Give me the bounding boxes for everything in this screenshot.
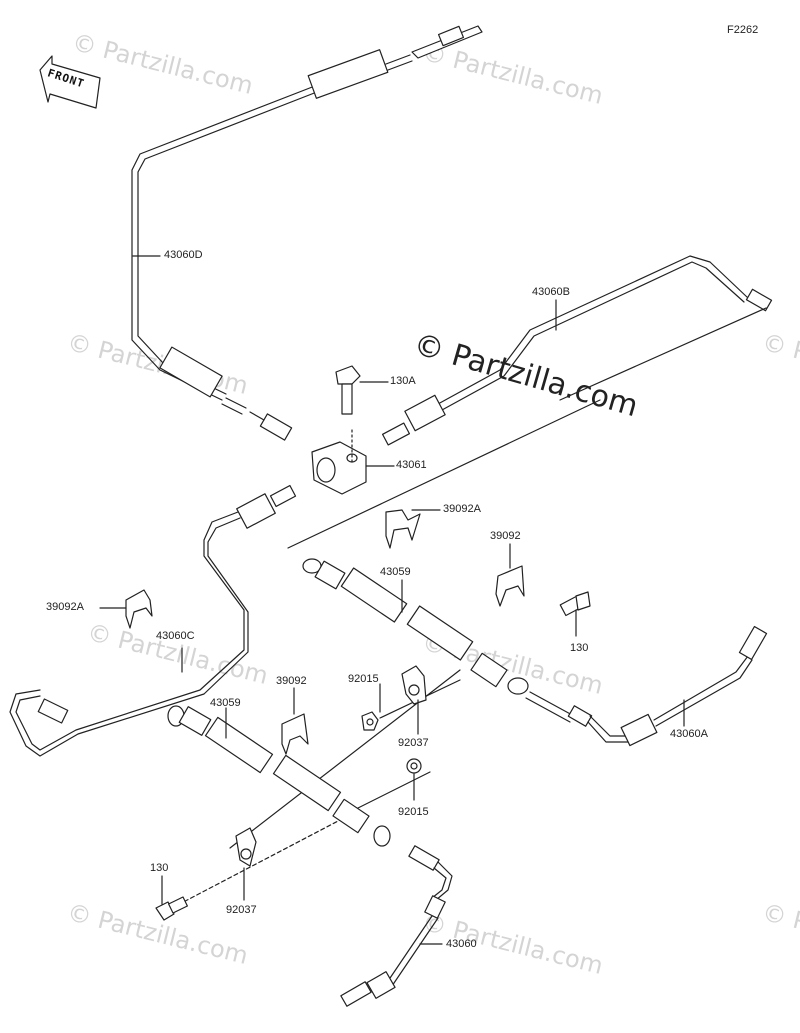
part-label-130-right[interactable]: 130 (570, 642, 589, 654)
bolt-130-right (559, 591, 591, 617)
nut-92015-bottom (406, 758, 422, 774)
clip-39092-right (495, 565, 525, 607)
part-label-43060A[interactable]: 43060A (670, 728, 708, 740)
clip-39092A-right (385, 509, 421, 549)
figure-code: F2262 (727, 24, 759, 36)
brake-line-43060C (9, 484, 297, 757)
tee-block-43061 (311, 441, 367, 495)
bolt-130-left (155, 896, 188, 921)
part-label-39092A-right[interactable]: 39092A (443, 503, 481, 515)
clamp-92037-bottom (235, 827, 257, 867)
part-label-130A[interactable]: 130A (390, 375, 416, 387)
part-label-43060[interactable]: 43060 (446, 938, 477, 950)
clip-39092A-left (125, 589, 153, 629)
part-label-43060D[interactable]: 43060D (164, 249, 203, 261)
front-arrow-icon (39, 55, 101, 109)
part-label-130-left[interactable]: 130 (150, 862, 169, 874)
part-label-39092-right[interactable]: 39092 (490, 530, 521, 542)
clip-39092-left (281, 713, 309, 755)
brake-line-43060B (381, 255, 773, 446)
part-label-39092-left[interactable]: 39092 (276, 675, 307, 687)
brake-line-43060A (587, 625, 768, 747)
part-label-92015-top[interactable]: 92015 (348, 673, 379, 685)
part-label-92037-top[interactable]: 92037 (398, 737, 429, 749)
brake-hose-43059-right (302, 558, 593, 727)
bolt-130A (335, 365, 361, 463)
part-label-43059-right[interactable]: 43059 (380, 566, 411, 578)
part-label-92015-bottom[interactable]: 92015 (398, 806, 429, 818)
brake-line-43060 (340, 845, 453, 1007)
nut-92015-top (361, 711, 379, 731)
brake-line-43060D (131, 25, 483, 441)
brake-hose-43059-left (167, 705, 391, 847)
part-label-43060C[interactable]: 43060C (156, 630, 195, 642)
part-label-92037-bottom[interactable]: 92037 (226, 904, 257, 916)
part-label-43060B[interactable]: 43060B (532, 286, 570, 298)
part-label-43061[interactable]: 43061 (396, 459, 427, 471)
part-label-39092A-left[interactable]: 39092A (46, 601, 84, 613)
part-label-43059-left[interactable]: 43059 (210, 697, 241, 709)
clamp-92037-top (401, 665, 427, 705)
